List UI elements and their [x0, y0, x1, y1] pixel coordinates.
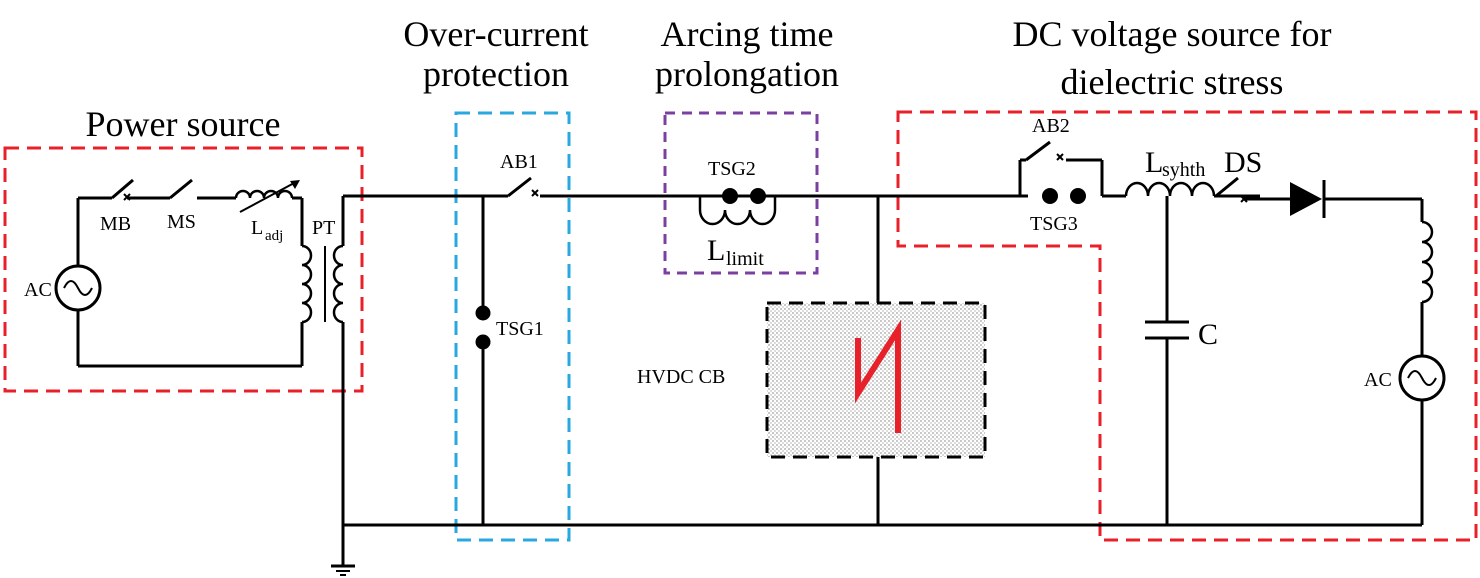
hvdc-cb-block	[765, 301, 987, 459]
ac-right-label: AC	[1364, 369, 1392, 391]
ground-symbol	[331, 525, 355, 576]
arcing-prolongation-box	[663, 111, 819, 275]
diode	[1290, 180, 1326, 218]
c-label: C	[1198, 318, 1218, 351]
pt-transformer	[301, 244, 344, 324]
ab1-label: AB1	[500, 151, 538, 173]
dc-source-heading-line1: DC voltage source for	[1013, 14, 1332, 54]
ds-label: DS	[1224, 146, 1262, 179]
l-adj-label: L	[251, 217, 263, 239]
dc-source-heading-line2: dielectric stress	[1061, 62, 1284, 102]
power-source-box	[3, 146, 364, 393]
overcurrent-protection-box	[454, 111, 571, 542]
l-adj-subscript: adj	[265, 228, 283, 244]
ac-left-label: AC	[24, 279, 52, 301]
overcurrent-heading-line2: protection	[423, 54, 569, 94]
tsg2-label: TSG2	[708, 158, 756, 180]
l-limit-subscript: limit	[726, 248, 764, 270]
tsg1-spark-gap	[475, 305, 491, 350]
pt-label: PT	[312, 217, 335, 239]
ab1-breaker	[507, 176, 539, 198]
tsg3-label: TSG3	[1030, 213, 1078, 235]
tsg2-spark-gap	[722, 188, 766, 204]
tsg3-spark-gap	[1042, 188, 1086, 204]
ab2-breaker	[1025, 140, 1064, 162]
ab2-label: AB2	[1032, 115, 1070, 137]
l-synth-inductor	[1124, 181, 1216, 197]
tsg1-label: TSG1	[496, 318, 544, 340]
overcurrent-heading-line1: Over-current	[403, 14, 588, 54]
capacitor-c	[1145, 320, 1189, 340]
l-limit-label: L	[707, 234, 725, 267]
l-limit-inductor	[698, 196, 777, 226]
hvdc-cb-label: HVDC CB	[637, 366, 725, 388]
ms-switch	[169, 178, 193, 200]
ms-label: MS	[167, 211, 196, 233]
arcing-heading-line2: prolongation	[655, 54, 839, 94]
l-synth-label: L	[1145, 146, 1163, 179]
power-source-heading: Power source	[86, 104, 281, 144]
ac-source-left	[54, 264, 102, 312]
dc-voltage-source-box	[896, 110, 1478, 542]
right-inductor	[1421, 220, 1434, 304]
arcing-heading-line1: Arcing time	[661, 14, 834, 54]
ds-switch	[1215, 176, 1248, 203]
mb-label: MB	[100, 213, 131, 235]
l-synth-subscript: syhth	[1162, 159, 1205, 181]
adjustable-inductor	[234, 180, 300, 213]
ac-source-right	[1398, 354, 1446, 402]
